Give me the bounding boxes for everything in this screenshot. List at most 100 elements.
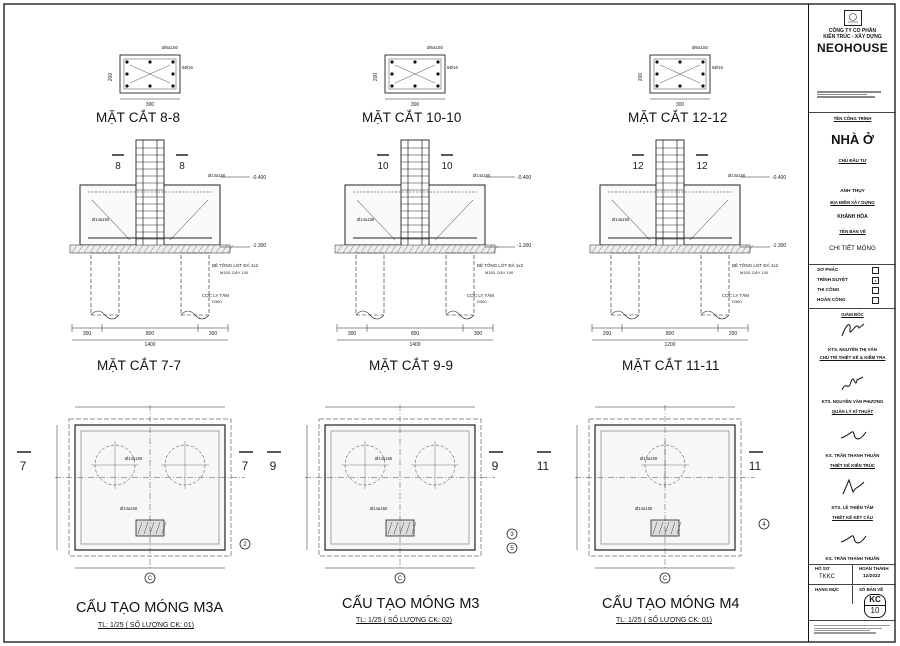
dim-part-a-1: 300 bbox=[348, 331, 357, 337]
sheet-number: 10 bbox=[870, 606, 880, 615]
column-bar-2-1 bbox=[678, 60, 682, 64]
pile-2-0 bbox=[610, 252, 640, 316]
sheet-label: SỐ BẢN VẼ bbox=[859, 587, 884, 592]
signature-role-1: GIÁM ĐỐC bbox=[841, 312, 864, 317]
column-stub-1 bbox=[400, 139, 430, 249]
column-bar-0-2 bbox=[171, 60, 175, 64]
column-bar-1-1 bbox=[413, 60, 417, 64]
plan-rebar-note-0: Ø14a150 bbox=[125, 456, 143, 461]
company-address-blurred bbox=[817, 90, 887, 102]
pile-sub-2: D300 bbox=[732, 299, 742, 304]
lean-note-1: BÊ TÔNG LÓT ĐÁ 1x2 bbox=[477, 261, 524, 268]
site-label: ĐỊA ĐIỂM XÂY DỰNG bbox=[830, 200, 875, 205]
sheet-number-badge: KC 10 bbox=[864, 594, 886, 618]
level-top-1: -0.400 bbox=[517, 175, 531, 181]
pile-1-1 bbox=[445, 252, 475, 316]
dim-total-0: 1400 bbox=[144, 342, 155, 348]
pile-sub-1: D300 bbox=[477, 299, 487, 304]
lean-note-2: BÊ TÔNG LÓT ĐÁ 1x2 bbox=[732, 261, 779, 268]
sheet-code: KC bbox=[865, 595, 885, 606]
rebar-note-left-0: Ø14a150 bbox=[92, 217, 110, 222]
signature-name-2: KTS. NGUYỄN VĂN PHƯƠNG bbox=[821, 399, 884, 404]
pile-2-1 bbox=[700, 252, 730, 316]
section-title-10-10: MẶT CẮT 10-10 bbox=[362, 110, 462, 125]
rebar-note-left-1: Ø14a150 bbox=[357, 217, 375, 222]
company-logo bbox=[844, 10, 862, 26]
axis-bubble-c-0 bbox=[144, 572, 156, 584]
signature-name-1: KTS. NGUYỄN THỊ VÂN bbox=[828, 347, 877, 352]
column-bar-0-7 bbox=[171, 72, 175, 76]
plan-rebar-note-b-0: Ø14a150 bbox=[120, 506, 138, 511]
plan-cut-right-1: 9 bbox=[492, 459, 499, 473]
plan-rebar-note-1: Ø14a150 bbox=[375, 456, 393, 461]
axis-label-side-3: 4 bbox=[762, 522, 766, 528]
axis-label-c-1: C bbox=[398, 576, 403, 582]
stirrup-note-1: Ø6a150 bbox=[427, 45, 444, 50]
status-hoan-cong[interactable]: HOÀN CÔNG bbox=[809, 296, 896, 304]
column-bar-2-5 bbox=[701, 84, 705, 88]
column-bar-0-4 bbox=[148, 84, 152, 88]
level-top-0: -0.400 bbox=[252, 175, 266, 181]
footer-notes-blurred bbox=[814, 624, 890, 635]
column-section-1 bbox=[384, 54, 446, 94]
rebar-note-top-2: Ø14a150 bbox=[728, 173, 746, 178]
lean-note-0: BÊ TÔNG LÓT ĐÁ 1x2 bbox=[212, 261, 259, 268]
pile-break-0-1 bbox=[180, 310, 210, 320]
category-label: HẠNG MỤC bbox=[815, 587, 840, 592]
plan-title-m3: CẤU TẠO MÓNG M3 bbox=[342, 596, 480, 612]
owner-name: ANH THỤY bbox=[840, 189, 865, 194]
signature-2-icon bbox=[839, 374, 867, 401]
company-line2: KIẾN TRÚC - XÂY DỰNG bbox=[823, 34, 882, 40]
dim-part-c-1: 300 bbox=[474, 331, 483, 337]
dim-part-a-2: 200 bbox=[603, 331, 612, 337]
axis-bubble-side-3 bbox=[758, 518, 770, 530]
dim-part-c-0: 300 bbox=[209, 331, 218, 337]
company-line1: CÔNG TY CỔ PHẦN bbox=[828, 28, 877, 34]
cut-label-left-2: 12 bbox=[632, 161, 644, 172]
lean-concrete-0 bbox=[69, 244, 231, 254]
column-dim-h-1: 200 bbox=[373, 73, 379, 82]
section-title-11-11: MẶT CẮT 11-11 bbox=[622, 358, 720, 373]
signature-role-2: CHỦ TRÌ THIẾT KẾ & KIỂM TRA bbox=[819, 355, 886, 360]
lean-sub-1: M150, DÀY 100 bbox=[485, 270, 514, 275]
axis-label-side-1: 3 bbox=[510, 532, 514, 538]
status-thi-cong[interactable]: THI CÔNG bbox=[809, 286, 896, 294]
column-dim-w-2: 300 bbox=[676, 102, 685, 108]
column-dim-w-0: 300 bbox=[146, 102, 155, 108]
project-name: NHÀ Ở bbox=[831, 132, 874, 147]
section-title-9-9: MẶT CẮT 9-9 bbox=[369, 358, 454, 373]
project-label: TÊN CÔNG TRÌNH bbox=[833, 116, 872, 121]
column-bar-0-3 bbox=[125, 84, 129, 88]
pile-note-1: CỌC LY TÂM bbox=[467, 292, 494, 298]
company-website bbox=[809, 55, 896, 59]
column-stirrup-0 bbox=[123, 58, 177, 90]
column-bar-1-4 bbox=[413, 84, 417, 88]
status-so-phac[interactable]: SƠ PHÁC bbox=[809, 266, 896, 274]
bar-note-0: 8Ø16 bbox=[182, 65, 194, 70]
signature-role-3: QUẢN LÝ KĨ THUẬT bbox=[831, 409, 874, 414]
column-bar-1-0 bbox=[390, 60, 394, 64]
signature-1-icon bbox=[839, 318, 867, 345]
column-stirrup-2 bbox=[653, 58, 707, 90]
pile-break-0-0 bbox=[90, 310, 120, 320]
stirrup-note-0: Ø6a150 bbox=[162, 45, 179, 50]
cut-label-right-0: 8 bbox=[179, 161, 185, 172]
plan-cut-left-0: 7 bbox=[20, 459, 27, 473]
plan-rebar-note-b-2: Ø14a150 bbox=[635, 506, 653, 511]
drawing-linework: 300200Ø6a1508Ø16-0.400-1.300Ø14a150Ø14a1… bbox=[17, 45, 786, 584]
level-bot-2: -1.300 bbox=[772, 243, 786, 249]
column-bar-2-4 bbox=[678, 84, 682, 88]
cut-label-left-0: 8 bbox=[115, 161, 121, 172]
rebar-note-top-0: Ø14a150 bbox=[208, 173, 226, 178]
pile-note-2: CỌC LY TÂM bbox=[722, 292, 749, 298]
plan-cut-left-2: 11 bbox=[537, 459, 550, 473]
cut-label-right-1: 10 bbox=[441, 161, 453, 172]
section-title-8-8: MẶT CẮT 8-8 bbox=[96, 110, 181, 125]
column-bar-1-6 bbox=[390, 72, 394, 76]
brand-name: NEOHOUSE bbox=[816, 41, 889, 55]
level-bot-1: -1.300 bbox=[517, 243, 531, 249]
column-bar-2-7 bbox=[701, 72, 705, 76]
plan-rebar-note-b-1: Ø14a150 bbox=[370, 506, 388, 511]
